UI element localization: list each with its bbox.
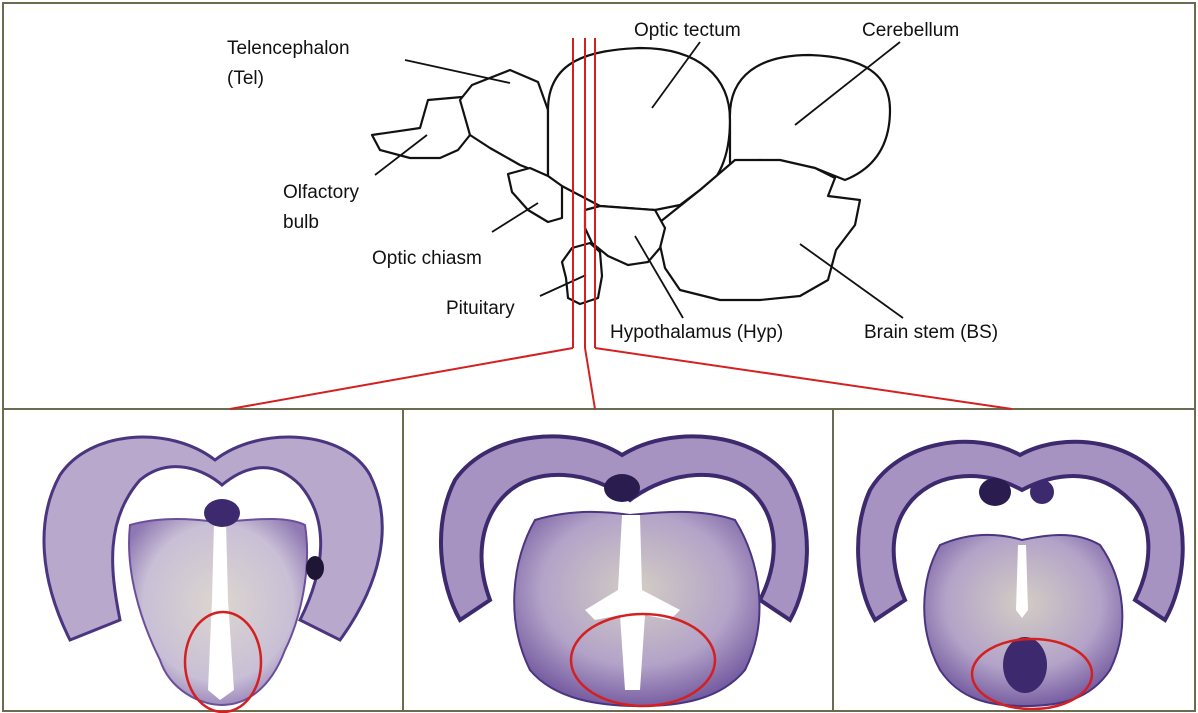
olfactory-bulb-shape (372, 97, 470, 158)
label-olfactory-bulb: Olfactory bulb (283, 182, 364, 233)
section-3-ventricle (1016, 545, 1028, 618)
label-cerebellum: Cerebellum (862, 20, 959, 41)
section-3-dorsal-node-left (979, 478, 1011, 506)
optic-tectum-shape (548, 48, 730, 210)
section-3-dorsal-node-right (1030, 480, 1054, 504)
projection-line-2 (585, 348, 595, 409)
section-1-dorsal-node (204, 499, 240, 527)
histology-section-3 (858, 442, 1183, 709)
section-1-dark-spot (306, 556, 324, 580)
label-hypothalamus: Hypothalamus (Hyp) (610, 322, 783, 343)
section-2-dorsal-node (604, 474, 640, 502)
telencephalon-shape (460, 70, 548, 176)
label-pituitary: Pituitary (446, 298, 515, 319)
projection-line-1 (230, 348, 573, 409)
histology-section-1 (44, 437, 382, 712)
projection-line-3 (595, 348, 1012, 409)
label-brain-stem: Brain stem (BS) (864, 322, 998, 343)
section-3-ventral-core (1003, 637, 1047, 693)
optic-chiasm-leader (492, 203, 538, 232)
telencephalon-leader (405, 60, 510, 83)
label-optic-chiasm: Optic chiasm (372, 248, 482, 269)
histology-section-2 (441, 436, 807, 706)
label-optic-tectum: Optic tectum (634, 20, 741, 41)
label-telencephalon: Telencephalon (Tel) (227, 38, 355, 89)
